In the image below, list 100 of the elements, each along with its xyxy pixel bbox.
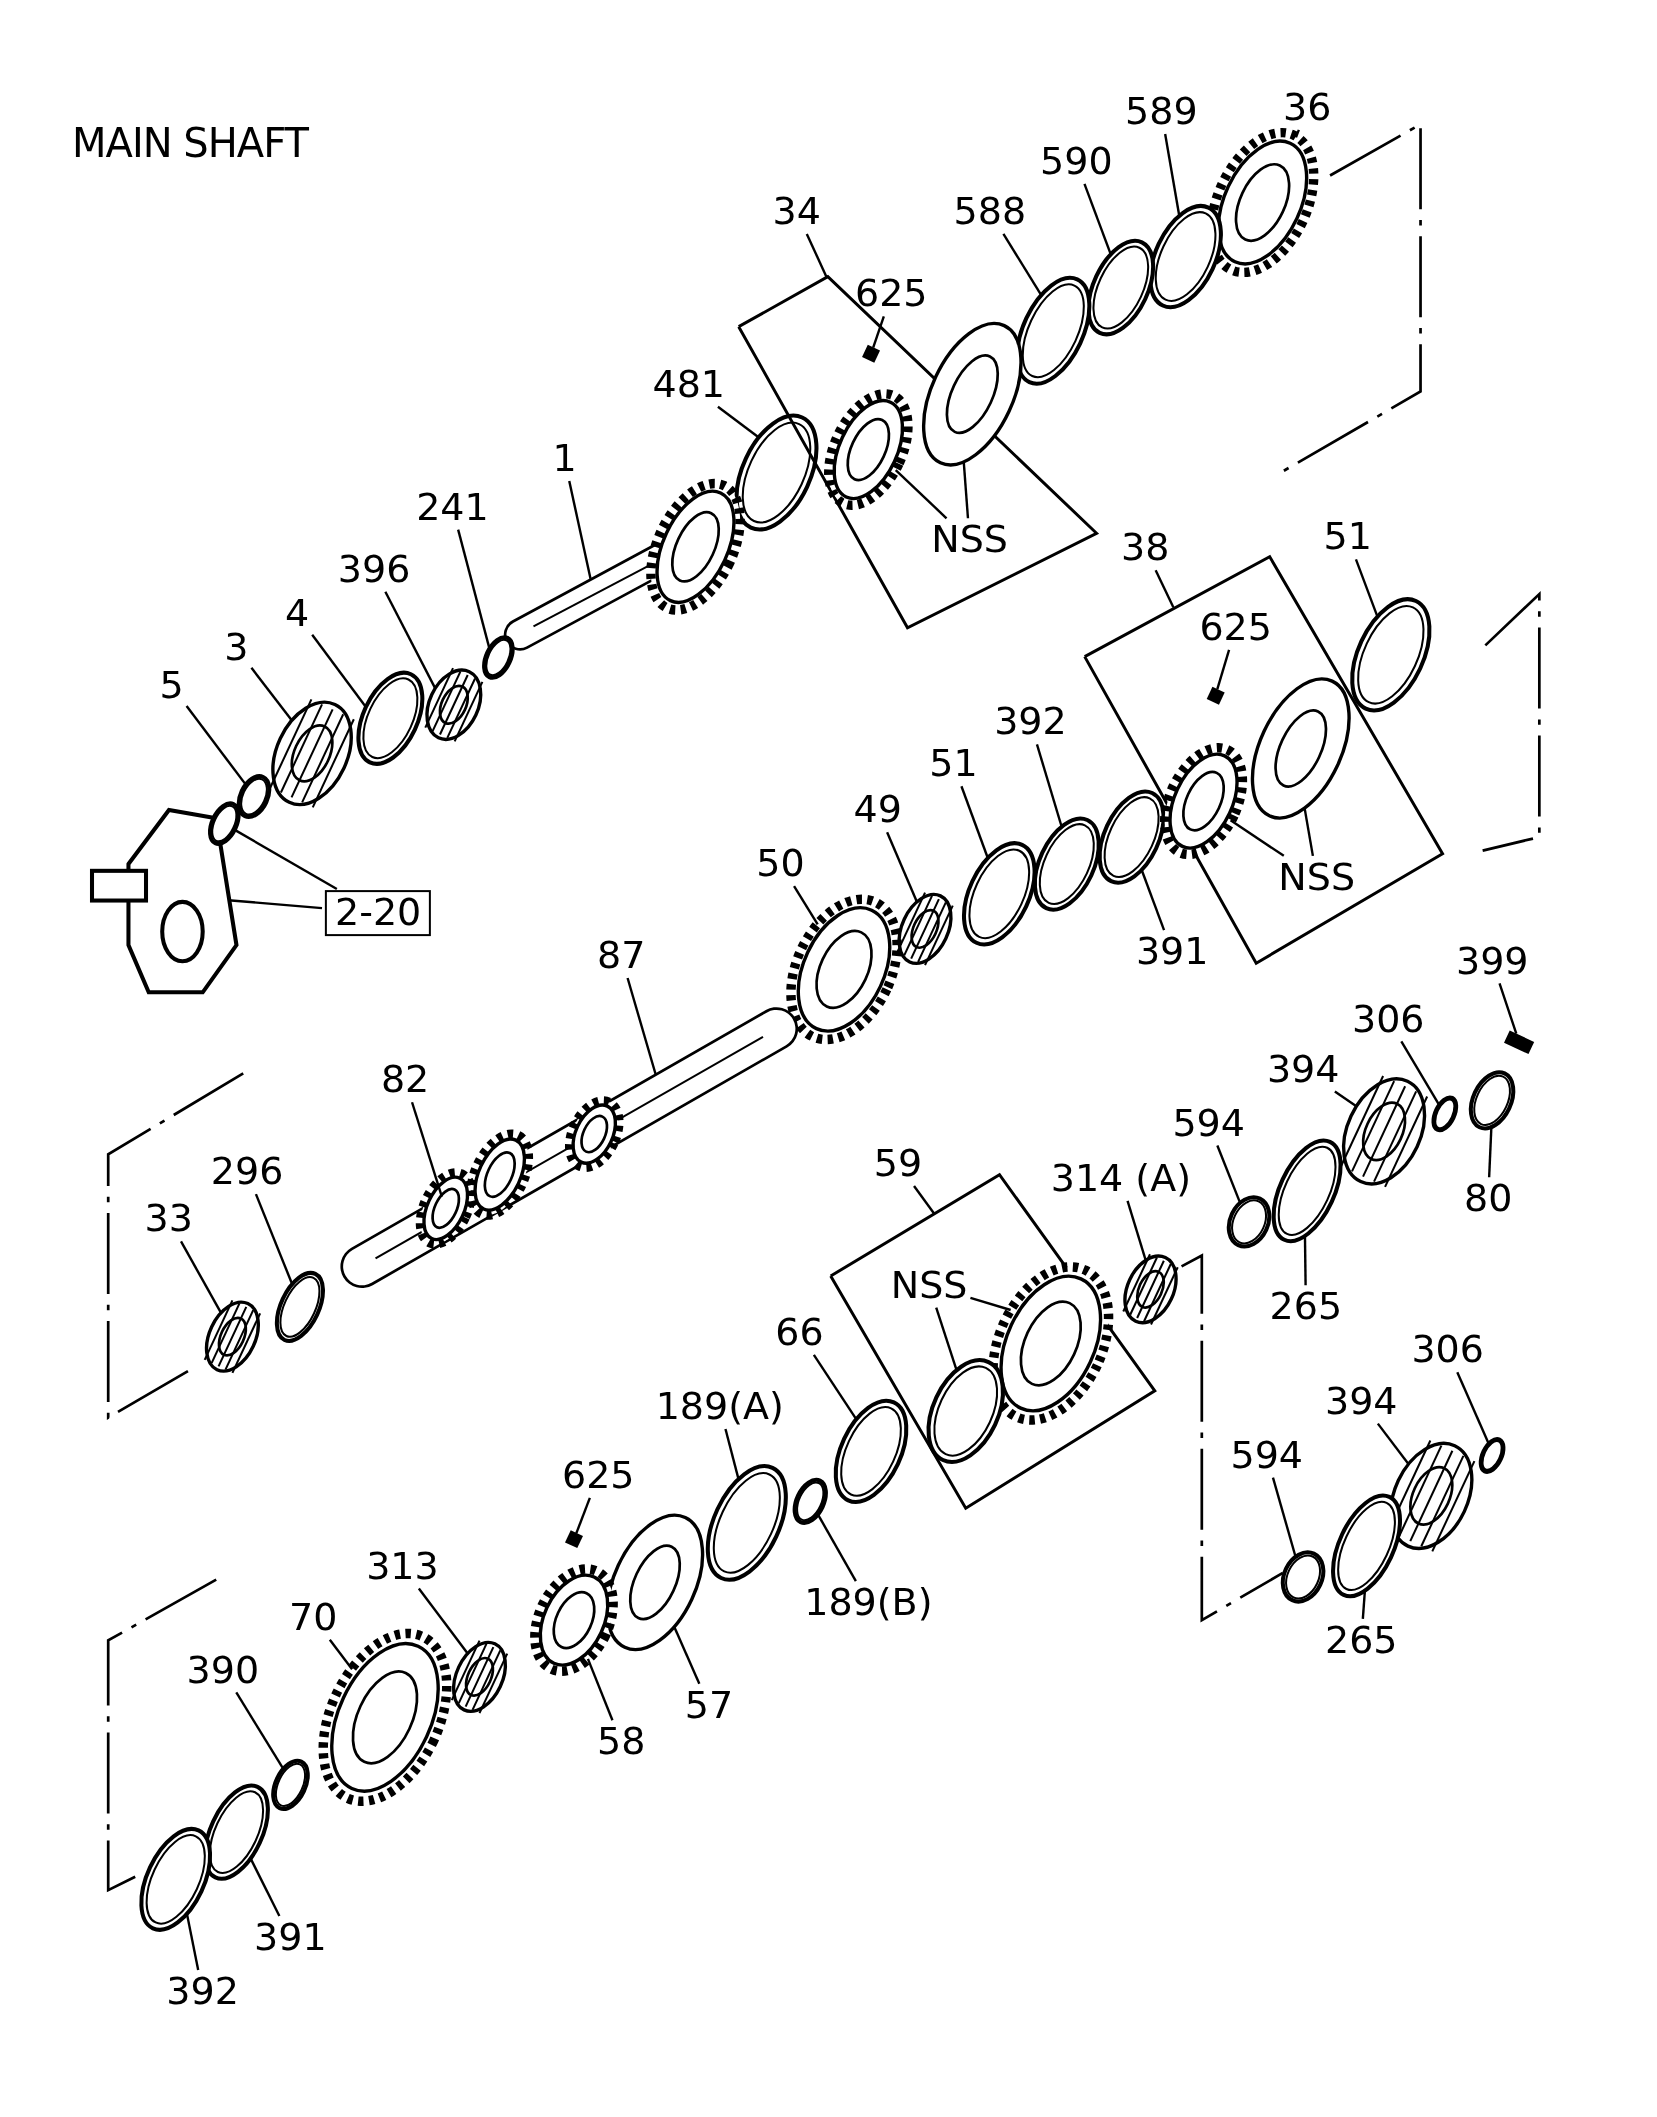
bearing-drawing xyxy=(269,699,355,808)
callout-number: 481 xyxy=(652,364,725,406)
callout-number: 390 xyxy=(186,1649,260,1692)
snap-ring-drawing xyxy=(1148,203,1223,310)
snap-ring-drawing xyxy=(274,1270,325,1343)
callout-number: 594 xyxy=(1172,1102,1245,1145)
shaft-drawing xyxy=(340,1007,799,1288)
callout-number: 594 xyxy=(1230,1434,1303,1477)
callout-number: 34 xyxy=(772,191,821,233)
leader-line xyxy=(1154,569,1175,608)
leader-line xyxy=(234,828,338,891)
callout-number: 625 xyxy=(561,1455,635,1497)
leader-line xyxy=(410,1101,443,1197)
leader-line xyxy=(724,1428,740,1480)
callout-number: NSS xyxy=(931,519,1008,562)
leader-line xyxy=(812,1354,858,1421)
bearing-drawing xyxy=(424,667,484,742)
callout-number: 50 xyxy=(756,843,805,886)
callout-number: 241 xyxy=(416,486,489,529)
snap-ring-drawing xyxy=(208,801,241,846)
leader-line xyxy=(185,1912,200,1971)
callout-number: 265 xyxy=(1269,1286,1343,1329)
leader-line xyxy=(328,1639,354,1670)
callout-number: 314 (A) xyxy=(1050,1158,1191,1200)
leader-line xyxy=(1361,1589,1367,1619)
snap-ring-drawing xyxy=(1478,1437,1506,1474)
callout-number: 33 xyxy=(144,1198,193,1241)
key-drawing xyxy=(1206,686,1225,705)
leader-line xyxy=(1163,133,1181,217)
callout-number: 391 xyxy=(254,1917,327,1959)
snap-ring-drawing xyxy=(1032,816,1101,912)
bearing-drawing xyxy=(203,1300,262,1374)
group-frame xyxy=(736,274,1100,631)
reference-box: 2-20 xyxy=(325,890,432,936)
leader-line xyxy=(568,480,592,579)
snap-ring-drawing xyxy=(271,1758,310,1811)
snap-ring-drawing xyxy=(356,670,425,766)
snap-ring-drawing xyxy=(482,635,515,680)
leader-line xyxy=(1229,819,1285,857)
leader-line xyxy=(1303,807,1315,857)
callout-number: 296 xyxy=(210,1151,284,1194)
sleeve-drawing xyxy=(922,322,1023,467)
leader-line xyxy=(793,885,819,926)
callout-number: 1 xyxy=(552,438,577,481)
leader-line xyxy=(457,529,491,649)
leader-line xyxy=(1271,1477,1297,1558)
callout-number: NSS xyxy=(890,1264,968,1307)
callout-number: 80 xyxy=(1464,1178,1513,1221)
callout-number: 189(A) xyxy=(655,1386,784,1429)
snap-ring-drawing xyxy=(833,1398,909,1504)
leader-line xyxy=(254,1193,294,1286)
callout-number: 4 xyxy=(285,593,310,636)
leader-line xyxy=(894,469,948,520)
snap-ring-drawing xyxy=(792,1477,828,1525)
snap-ring-drawing xyxy=(1015,275,1092,386)
leader-line xyxy=(1083,183,1113,256)
bearing-drawing xyxy=(1122,1253,1179,1325)
gear-drawing xyxy=(530,1564,618,1676)
snap-ring-drawing xyxy=(926,1358,1005,1465)
callout-number: NSS xyxy=(1278,856,1355,899)
bearing-drawing xyxy=(1340,1075,1429,1188)
snap-ring-drawing xyxy=(236,774,272,819)
leader-line xyxy=(805,233,828,278)
callout-number: 5 xyxy=(159,665,184,707)
leader-line xyxy=(185,705,248,786)
snap-ring-drawing xyxy=(1468,1070,1516,1131)
title: MAIN SHAFT xyxy=(72,120,308,166)
callout-number: 399 xyxy=(1455,940,1529,983)
callout-number: 49 xyxy=(853,789,902,832)
snap-ring-drawing xyxy=(1271,1138,1343,1244)
callout-number: 589 xyxy=(1125,91,1198,133)
leader-line xyxy=(249,1857,281,1917)
leader-line xyxy=(1456,1371,1490,1445)
callout-number: 590 xyxy=(1040,141,1113,183)
leader-line xyxy=(250,667,294,722)
callout-number: 87 xyxy=(597,935,646,977)
leader-line xyxy=(1487,1126,1493,1178)
sleeve-drawing xyxy=(605,1513,705,1652)
callout-number: 313 xyxy=(366,1545,439,1588)
callout-number: 306 xyxy=(1352,998,1425,1041)
gear-drawing xyxy=(824,389,913,511)
snap-ring-drawing xyxy=(139,1826,213,1932)
snap-ring-drawing xyxy=(1226,1195,1272,1249)
callout-number: 392 xyxy=(994,701,1067,744)
snap-ring-drawing xyxy=(734,413,819,532)
leader-line xyxy=(1126,1200,1148,1262)
leader-line xyxy=(626,977,657,1075)
callout-number: 57 xyxy=(684,1684,734,1727)
snap-ring-drawing xyxy=(203,1783,270,1881)
callout-number: 391 xyxy=(1135,931,1209,973)
leader-line xyxy=(586,1658,614,1721)
gear-drawing xyxy=(786,894,902,1045)
callout-number: 265 xyxy=(1325,1619,1398,1662)
bearing-drawing xyxy=(450,1640,509,1714)
leader-line xyxy=(1216,649,1231,690)
callout-number: 3 xyxy=(224,627,249,670)
callout-number: 58 xyxy=(597,1721,646,1763)
shaft-drawing xyxy=(503,478,745,651)
callout-number: 51 xyxy=(1323,516,1372,559)
leader-line xyxy=(235,1691,285,1770)
